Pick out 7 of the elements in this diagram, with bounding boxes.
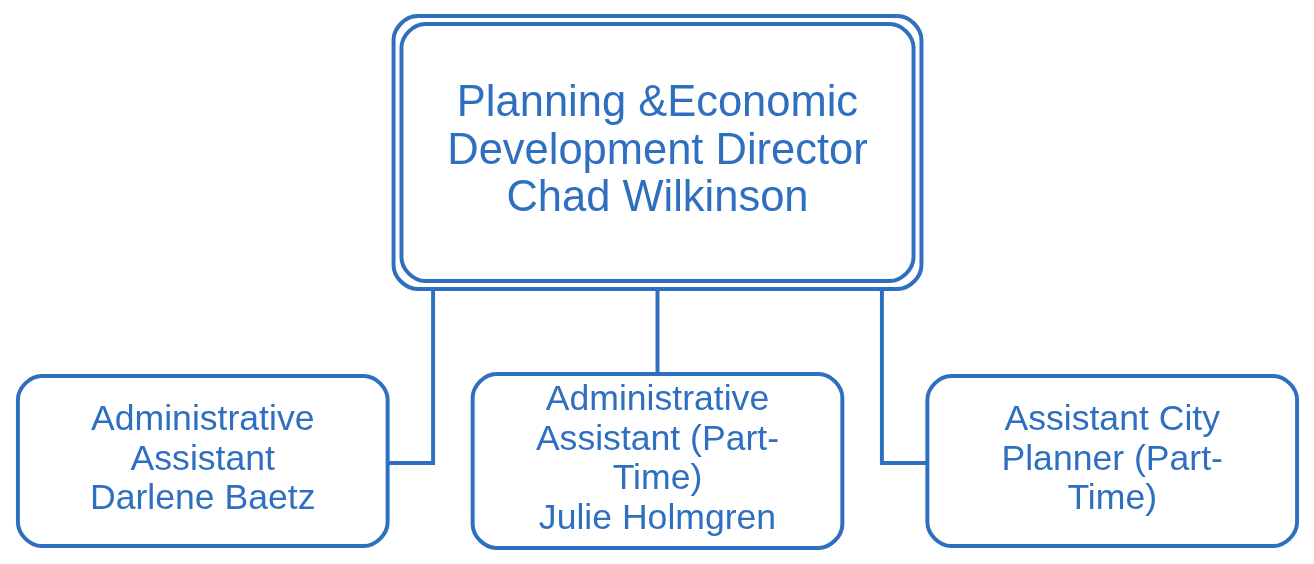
node-box: Administrative Assistant (Part-Time) Julie Holmgren bbox=[470, 371, 844, 550]
connector bbox=[387, 289, 435, 465]
connector bbox=[655, 289, 659, 374]
node-box: Administrative Assistant Darlene Baetz bbox=[15, 373, 390, 548]
node-box: Assistant City Planner (Part-Time) bbox=[924, 373, 1299, 548]
connector bbox=[879, 289, 927, 465]
node-box: Planning &Economic Development Director Chad Wilkinson bbox=[391, 14, 923, 291]
